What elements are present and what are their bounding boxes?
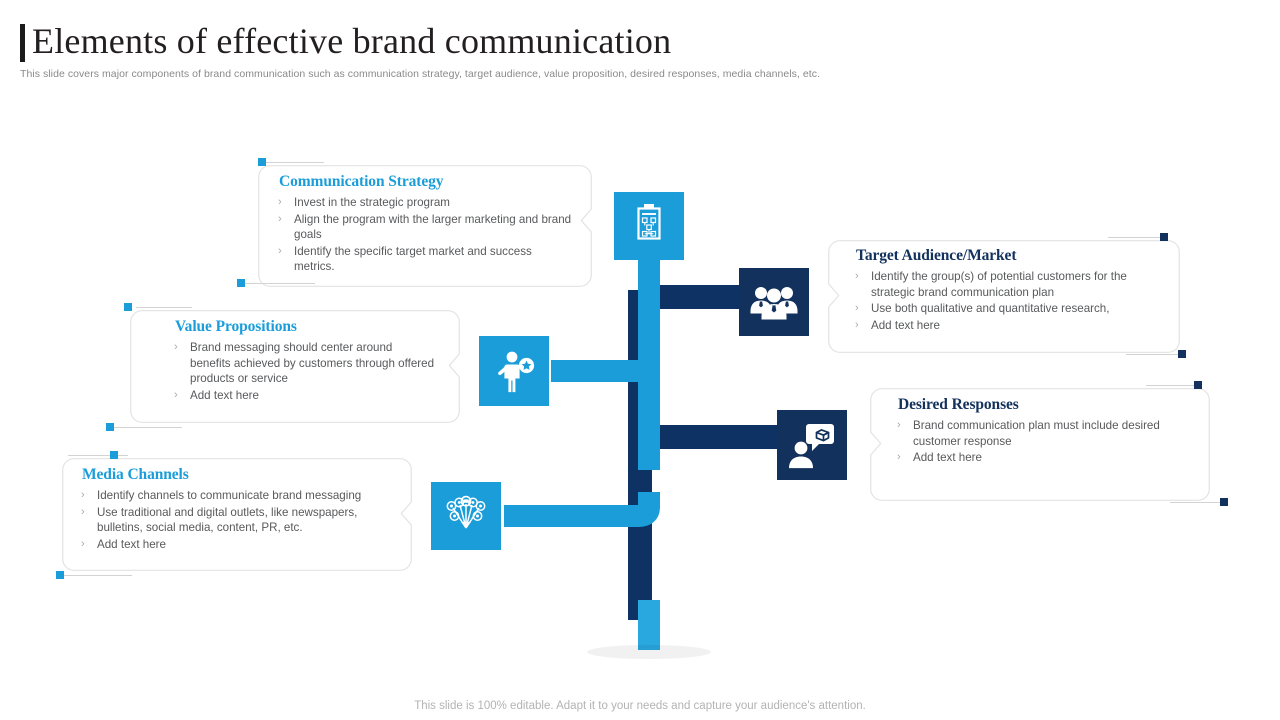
card-target-audience-market[interactable]: Target Audience/Market ›Identify the gro…	[828, 240, 1180, 353]
list-item: ›Identify channels to communicate brand …	[81, 489, 362, 502]
marker-line	[62, 575, 132, 576]
chevron-right-icon: ›	[81, 505, 85, 518]
clipboard-flowchart-icon	[637, 204, 661, 240]
marker-line	[1170, 502, 1222, 503]
card-media-channels[interactable]: Media Channels ›Identify channels to com…	[62, 458, 412, 571]
chevron-right-icon: ›	[855, 270, 859, 282]
chevron-right-icon: ›	[81, 489, 85, 501]
list-item: ›Use traditional and digital outlets, li…	[81, 505, 358, 535]
card-shape	[870, 388, 1210, 501]
marker-line	[264, 162, 324, 163]
list-item: ›Brand messaging should center around be…	[174, 341, 435, 386]
chevron-right-icon: ›	[897, 419, 901, 431]
list-item: ›Use both qualitative and quantitative r…	[855, 302, 1110, 316]
card-communication-strategy[interactable]: Communication Strategy ›Invest in the st…	[258, 165, 592, 287]
marker-square-top	[1194, 381, 1202, 389]
card-shape	[828, 240, 1180, 353]
slide-footer-note: This slide is 100% editable. Adapt it to…	[414, 700, 866, 712]
card-shape	[62, 458, 412, 571]
card-bullets: ›Brand messaging should center around be…	[168, 340, 436, 404]
chevron-right-icon: ›	[855, 318, 859, 331]
list-item: ›Add text here	[174, 388, 259, 402]
marker-square-top	[258, 158, 266, 166]
chevron-right-icon: ›	[278, 244, 282, 257]
card-shape	[130, 310, 460, 423]
chevron-right-icon: ›	[278, 196, 282, 208]
media-fanout-icon	[446, 495, 486, 529]
title-accent-bar	[20, 24, 25, 62]
card-value-propositions[interactable]: Value Propositions ›Brand messaging shou…	[130, 310, 460, 423]
marker-line	[1108, 237, 1166, 238]
marker-square-top	[1160, 233, 1168, 241]
card-heading: Target Audience/Market	[856, 247, 1017, 264]
chevron-right-icon: ›	[81, 537, 85, 550]
tile-desired-responses[interactable]	[777, 410, 847, 480]
list-item: ›Brand communication plan must include d…	[897, 419, 1160, 448]
list-item: ›Identify the group(s) of potential cust…	[855, 270, 1127, 299]
chevron-right-icon: ›	[174, 388, 178, 401]
navy-branch-group	[628, 285, 783, 620]
card-heading: Communication Strategy	[279, 173, 444, 190]
marker-square-bottom	[56, 571, 64, 579]
tile-value-propositions[interactable]	[479, 336, 549, 406]
tile-target-audience[interactable]	[739, 268, 809, 336]
person-benefit-icon	[498, 351, 535, 393]
list-item: ›Invest in the strategic program	[278, 196, 450, 209]
card-bullets: ›Identify channels to communicate brand …	[75, 488, 397, 553]
card-heading: Media Channels	[82, 466, 189, 483]
card-bullets: ›Brand communication plan must include d…	[891, 418, 1191, 467]
chevron-right-icon: ›	[855, 302, 859, 315]
trunk-shadow	[587, 645, 711, 659]
marker-square-bottom	[1178, 350, 1186, 358]
card-bullets: ›Identify the group(s) of potential cust…	[849, 269, 1171, 334]
chevron-right-icon: ›	[278, 212, 282, 225]
marker-line	[243, 283, 315, 284]
list-item: ›Add text here	[897, 451, 982, 465]
list-item: ›Align the program with the larger marke…	[278, 212, 572, 242]
list-item: ›Add text here	[855, 318, 940, 332]
marker-square-bottom	[106, 423, 114, 431]
tile-communication-strategy[interactable]	[614, 192, 684, 260]
list-item: ›Identify the specific target market and…	[278, 244, 532, 274]
card-desired-responses[interactable]: Desired Responses ›Brand communication p…	[870, 388, 1210, 501]
marker-square-bottom	[237, 279, 245, 287]
marker-square-bottom	[1220, 498, 1228, 506]
chevron-right-icon: ›	[897, 451, 901, 464]
marker-square-top	[124, 303, 132, 311]
marker-line	[112, 427, 182, 428]
card-heading: Desired Responses	[898, 396, 1019, 413]
card-bullets: ›Invest in the strategic program ›Align …	[272, 195, 572, 276]
page-subtitle: This slide covers major components of br…	[20, 68, 821, 80]
lightblue-branch-group	[504, 258, 660, 650]
three-people-icon	[750, 287, 798, 320]
tile-media-channels[interactable]	[431, 482, 501, 550]
list-item: ›Add text here	[81, 537, 166, 551]
marker-line	[68, 455, 128, 456]
page-title: Elements of effective brand communicatio…	[32, 21, 672, 61]
card-shape	[258, 165, 592, 287]
marker-line	[1146, 385, 1196, 386]
person-speech-box-icon	[789, 424, 834, 469]
marker-line	[1126, 354, 1186, 355]
marker-square-top	[110, 451, 118, 459]
marker-line	[136, 307, 192, 308]
card-heading: Value Propositions	[175, 318, 297, 335]
chevron-right-icon: ›	[174, 341, 178, 353]
